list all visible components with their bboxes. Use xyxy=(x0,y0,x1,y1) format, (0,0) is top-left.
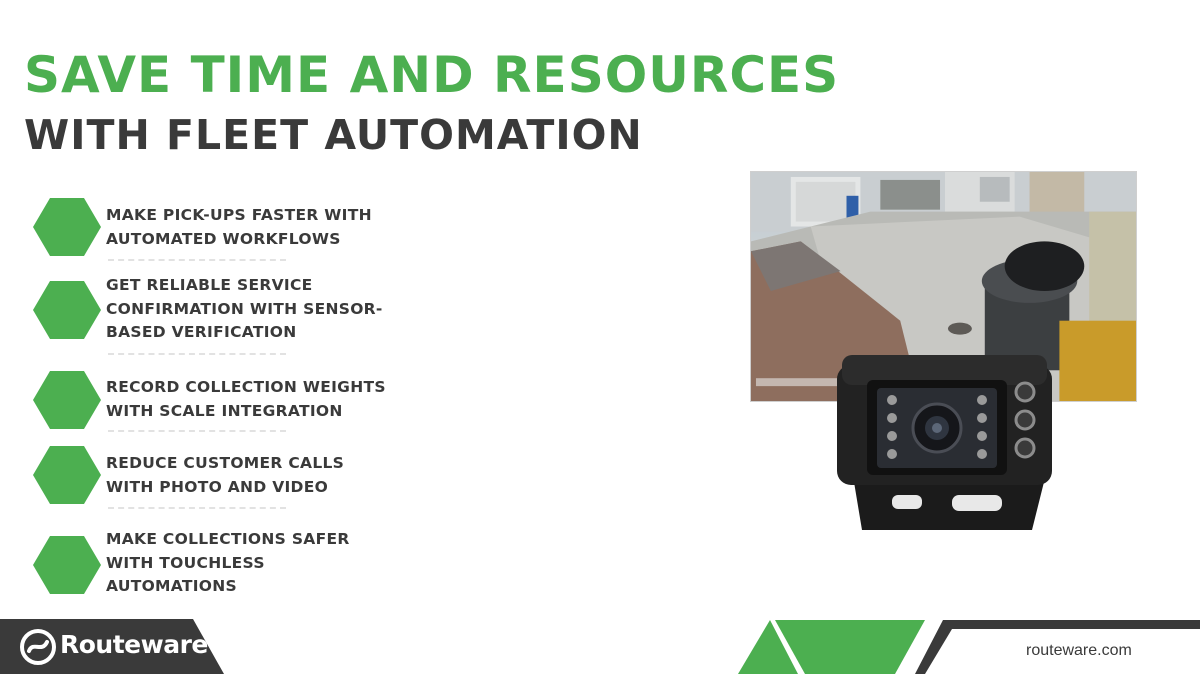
routeware-logo-icon xyxy=(20,629,56,665)
dashed-divider xyxy=(108,507,286,509)
feature-item-4: REDUCE CUSTOMER CALLS WITH PHOTO AND VID… xyxy=(106,454,345,496)
feature-item-5: MAKE COLLECTIONS SAFER WITH TOUCHLESS AU… xyxy=(106,530,350,595)
hexagon-bullet-icon xyxy=(33,371,101,429)
hexagon-bullet-icon xyxy=(33,281,101,339)
hexagon-bullet-icon xyxy=(33,198,101,256)
headline-line-2: WITH FLEET AUTOMATION xyxy=(24,111,643,159)
feature-item-1: MAKE PICK-UPS FASTER WITH AUTOMATED WORK… xyxy=(106,206,372,248)
feature-item-2: GET RELIABLE SERVICE CONFIRMATION WITH S… xyxy=(106,276,383,341)
website-url[interactable]: routeware.com xyxy=(1026,642,1132,659)
street-camera-photo xyxy=(750,171,1137,402)
feature-list: MAKE PICK-UPS FASTER WITH AUTOMATED WORK… xyxy=(0,0,420,610)
hexagon-bullet-icon xyxy=(33,446,101,504)
dashed-divider xyxy=(108,259,286,261)
vehicle-camera-image xyxy=(832,350,1064,535)
hexagon-bullet-icon xyxy=(33,536,101,594)
headline-line-1: SAVE TIME AND RESOURCES xyxy=(24,46,840,104)
footer-decoration xyxy=(738,620,1200,674)
dashed-divider xyxy=(108,430,286,432)
feature-item-3: RECORD COLLECTION WEIGHTS WITH SCALE INT… xyxy=(106,378,386,420)
dashed-divider xyxy=(108,353,286,355)
brand-name: Routeware xyxy=(60,630,208,659)
